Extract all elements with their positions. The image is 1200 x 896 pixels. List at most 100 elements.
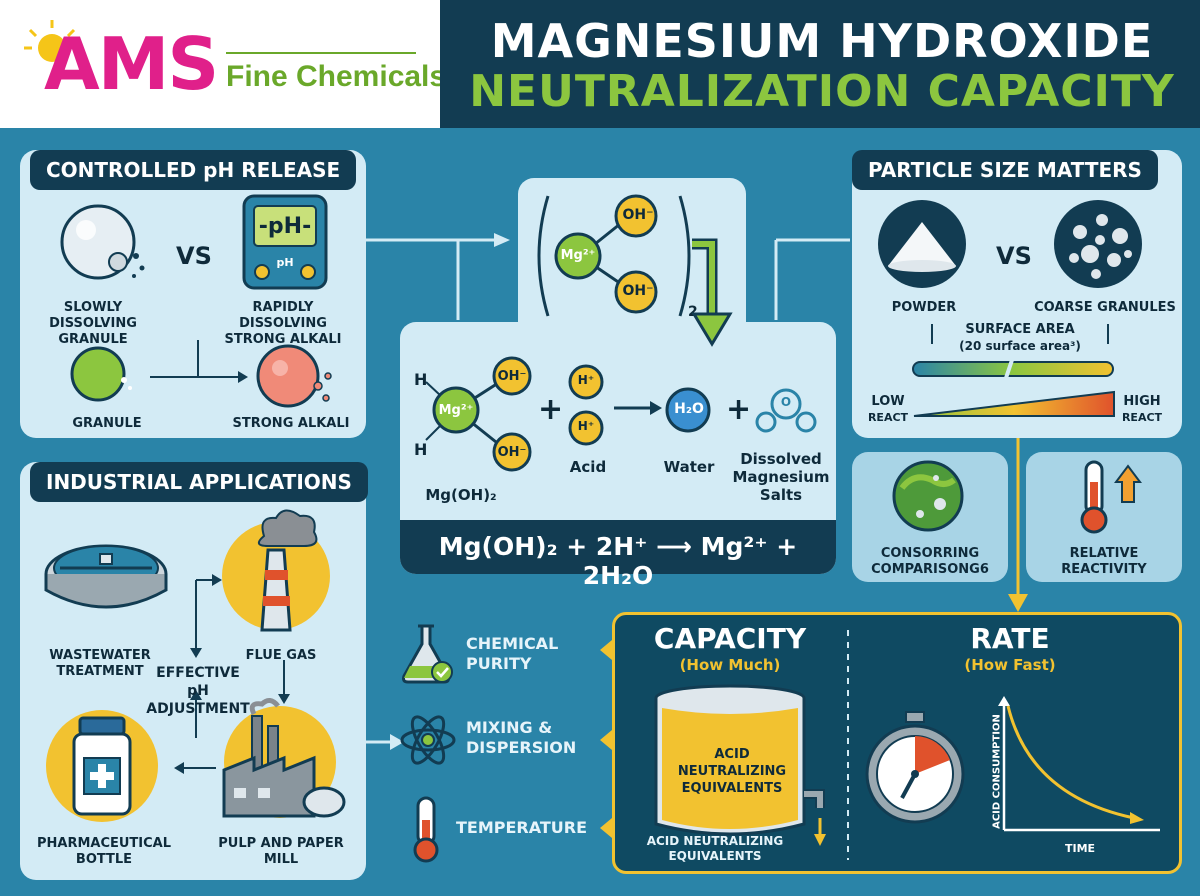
connector-lines: [366, 233, 850, 320]
mg-ion-lower: Mg²⁺: [438, 403, 474, 418]
chemical-purity-label: CHEMICAL PURITY: [466, 634, 559, 673]
low-react-sub: REACT: [867, 411, 909, 424]
company-name: Fine Chemicals: [226, 60, 447, 93]
pharma-label: PHARMACEUTICAL BOTTLE: [36, 836, 172, 867]
plus-sign-2: +: [726, 392, 752, 427]
mg-ion-top: Mg²⁺: [560, 248, 596, 263]
capacity-title: CAPACITY: [653, 622, 807, 655]
ph-meter-icon: [242, 194, 328, 290]
panel-divider: [847, 630, 849, 860]
pulp-mill-icon: [222, 698, 346, 818]
reaction-arrow: [614, 401, 662, 415]
temperature-label: TEMPERATURE: [456, 818, 588, 837]
oh-top-1: OH⁻: [622, 207, 654, 223]
h-plus-2: H⁺: [577, 419, 595, 433]
slow-granule-label: SLOWLY DISSOLVING GRANULE: [49, 300, 137, 347]
h-plus-ions: [568, 364, 604, 446]
rate-ylabel: ACID CONSUMPTION: [991, 714, 1003, 829]
vs-label: VS: [176, 242, 212, 270]
h-atom-2: H: [414, 440, 428, 459]
factor-pointers: [600, 640, 612, 838]
pulp-label: PULP AND PAPER MILL: [218, 836, 344, 867]
logo-area: [0, 0, 440, 128]
page-subtitle: NEUTRALIZATION CAPACITY: [469, 66, 1175, 117]
ph-meter-display: -pH-: [258, 214, 312, 239]
equation-bar: [400, 520, 836, 574]
salts-o-symbol: O: [780, 395, 792, 409]
particle-vs: VS: [996, 242, 1032, 270]
coarse-label: COARSE GRANULES: [1034, 300, 1176, 315]
tank-icon: [654, 684, 826, 846]
mixing-label: MIXING & DISPERSION: [466, 718, 577, 757]
coarse-granules-icon: [1054, 200, 1142, 288]
surface-area-label: SURFACE AREA: [965, 322, 1075, 337]
water-molecule: [665, 387, 711, 433]
flue-gas-label: FLUE GAS: [245, 648, 317, 663]
ph-meter-small: pH: [276, 256, 294, 269]
mgoh2-label: Mg(OH)₂: [425, 486, 497, 504]
wastewater-label: WASTEWATER TREATMENT: [49, 648, 151, 679]
pharma-bottle-icon: [46, 710, 158, 822]
logo-divider: [226, 52, 416, 54]
flask-icon: [402, 624, 453, 684]
reactivity-label: RELATIVE REACTIVITY: [1061, 546, 1147, 577]
slow-granule-icon: [60, 204, 145, 280]
reactivity-wedge: [913, 390, 1115, 417]
flow-arrow: [150, 340, 248, 383]
surface-bracket: [931, 324, 1109, 344]
oh-top-2: OH⁻: [622, 283, 654, 299]
oh-lower-2: OH⁻: [497, 445, 527, 460]
rate-title: RATE: [970, 622, 1050, 655]
yellow-connector: [1008, 438, 1028, 612]
green-down-arrow: [691, 238, 733, 347]
flue-gas-icon: [222, 509, 330, 632]
stopwatch-icon: [865, 711, 965, 824]
low-react-label: LOW: [871, 394, 905, 409]
rapid-alkali-label: RAPIDLY DISSOLVING STRONG ALKALI: [224, 300, 342, 347]
logo-ams: AMS: [44, 22, 219, 106]
surface-gradient-bar: [912, 359, 1114, 379]
granule-label: GRANULE: [72, 416, 142, 431]
rate-curve-chart: [998, 696, 1160, 832]
rate-sub: (How Fast): [964, 656, 1056, 674]
particle-panel: [852, 150, 1182, 438]
temperature-icon: [413, 796, 439, 863]
page-title: MAGNESIUM HYDROXIDE: [490, 14, 1154, 68]
plus-sign-1: +: [538, 392, 564, 427]
tank-label: ACID NEUTRALIZING EQUIVALENTS: [677, 747, 787, 796]
dissolved-salts-label: Dissolved Magnesium Salts: [732, 450, 830, 504]
globe-icon: [892, 460, 964, 532]
wastewater-icon: [44, 544, 168, 609]
thermometer-up-icon: [1080, 460, 1142, 534]
high-react-sub: REACT: [1121, 411, 1163, 424]
high-react-label: HIGH: [1123, 394, 1161, 409]
strong-alkali-icon: [256, 344, 332, 408]
ph-adjustment-label: EFFECTIVE pH ADJUSTMENT: [146, 665, 250, 717]
h2o-symbol: H₂O: [674, 401, 704, 417]
comparison-label: CONSORRING COMPARISONG6: [871, 546, 989, 577]
industrial-arrows: [174, 574, 290, 774]
water-label: Water: [663, 458, 715, 476]
mg-oh2-lower: [425, 356, 532, 472]
rate-xlabel: TIME: [1064, 842, 1096, 855]
sun-icon: [24, 20, 76, 62]
h-atom-1: H: [414, 370, 428, 389]
granule-icon: [70, 346, 132, 402]
surface-area-sub: (20 surface area³): [959, 339, 1081, 353]
powder-label: POWDER: [891, 300, 957, 315]
capacity-sub: (How Much): [679, 656, 781, 674]
balanced-equation: Mg(OH)₂ + 2H⁺ ⟶ Mg²⁺ + 2H₂O: [438, 532, 798, 590]
particle-header: PARTICLE SIZE MATTERS: [852, 150, 1158, 190]
acid-label: Acid: [569, 458, 607, 476]
capacity-bottom-label: ACID NEUTRALIZING EQUIVALENTS: [646, 834, 784, 863]
industrial-to-factors-arrow: [366, 734, 404, 750]
mg-oh2-molecule: [537, 194, 691, 317]
powder-icon: [878, 200, 966, 288]
subscript-2: 2: [688, 304, 698, 320]
industrial-header: INDUSTRIAL APPLICATIONS: [30, 462, 368, 502]
h-plus-1: H⁺: [577, 373, 595, 387]
oh-lower-1: OH⁻: [497, 369, 527, 384]
ph-release-header: CONTROLLED pH RELEASE: [30, 150, 357, 190]
title-banner: [440, 0, 1200, 128]
atom-icon: [400, 715, 456, 765]
